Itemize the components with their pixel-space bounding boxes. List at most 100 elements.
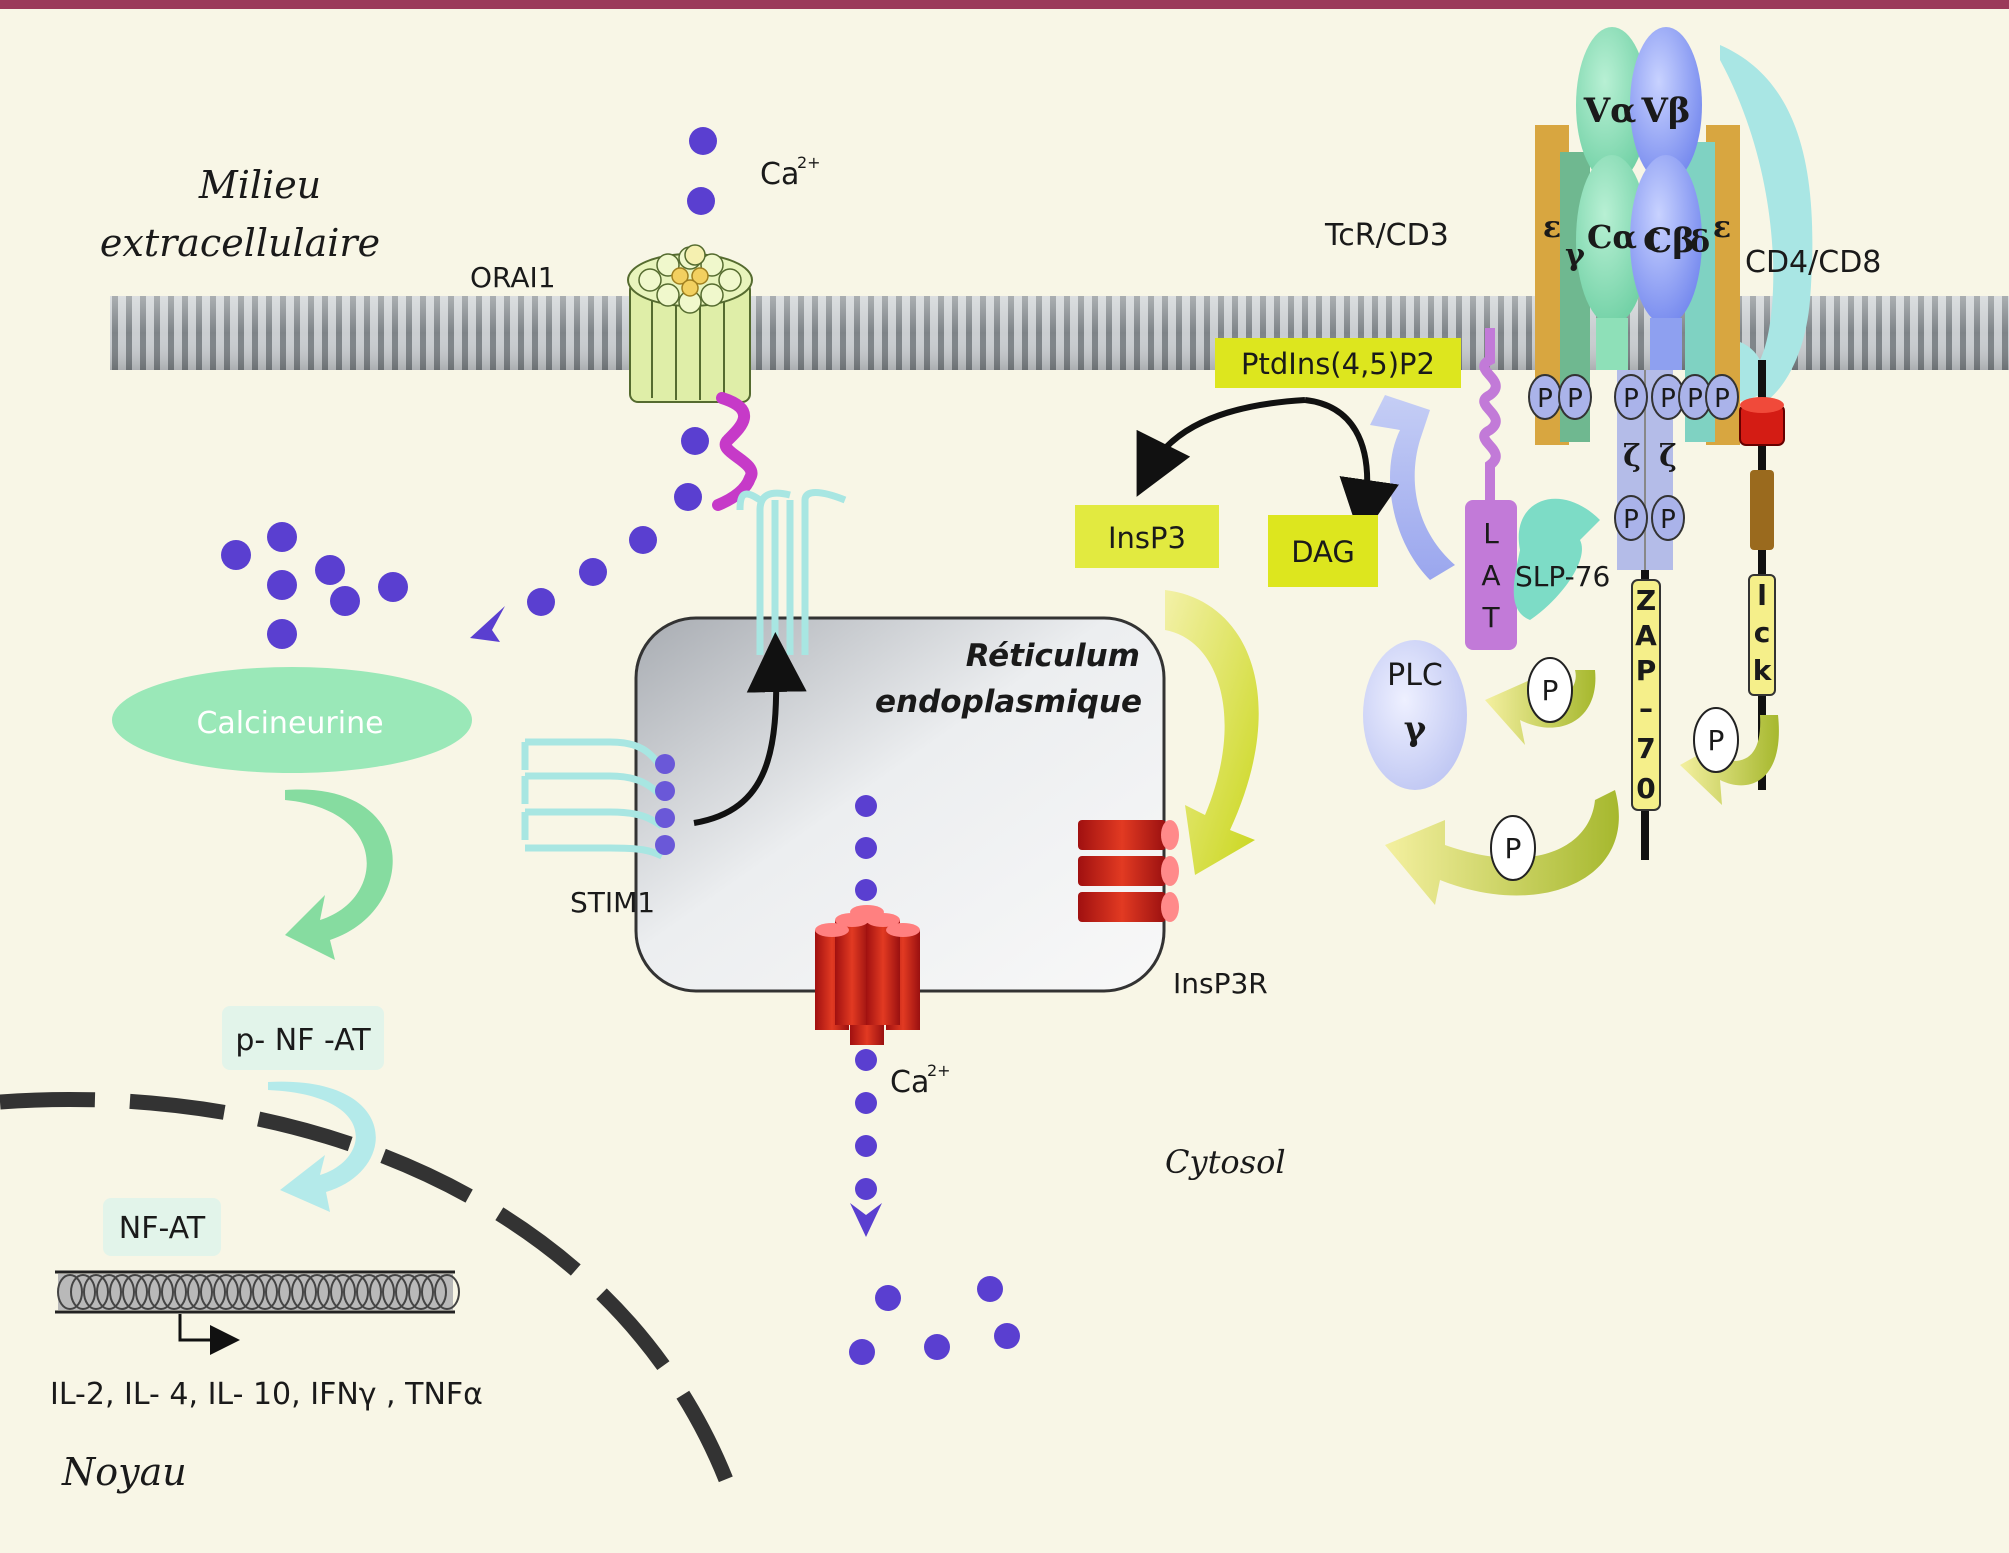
calcineurine-enzyme	[112, 667, 472, 773]
dna-coil-loop	[421, 1274, 447, 1310]
p-label-8: P	[1660, 505, 1676, 535]
gamma-label: γ	[1565, 238, 1585, 273]
reticulum-label-line1: Réticulum	[966, 638, 1140, 674]
orai1-channel	[627, 244, 753, 403]
dna-coil-loop	[213, 1274, 239, 1310]
calcium-ions-er	[855, 795, 877, 901]
milieu-label-line1: Milieu	[198, 163, 321, 207]
nfat-box	[103, 1198, 221, 1256]
insp3-to-receptor-arrow	[1165, 590, 1259, 875]
zap70-letter-3: P	[1636, 654, 1657, 687]
dna-coil-loop	[83, 1274, 109, 1310]
dna-coil-loop	[226, 1274, 252, 1310]
ptdins-box	[1215, 338, 1461, 388]
tcr-v-alpha	[1576, 27, 1648, 183]
phospho-p-1: P	[1542, 674, 1559, 707]
dna-coil-loop	[239, 1274, 265, 1310]
dna-coil-loop	[122, 1274, 148, 1310]
nfat-label: NF-AT	[119, 1211, 206, 1246]
dna-coil-loop	[57, 1274, 83, 1310]
cd3-phosphate-ovals	[1528, 374, 1739, 541]
stim1-activation-arrow	[693, 632, 807, 826]
dna-coil-loop	[70, 1274, 96, 1310]
dna-coil-loop	[408, 1274, 434, 1310]
epsilon-left-label: ε	[1543, 210, 1561, 245]
p-label-7: P	[1623, 505, 1639, 535]
v-beta-label: Vβ	[1641, 91, 1691, 131]
dna-coil-loop	[174, 1274, 200, 1310]
dna-coil-loop	[434, 1274, 460, 1310]
tcr-v-beta	[1630, 27, 1702, 183]
dna-coil-loop	[317, 1274, 343, 1310]
lat-linker	[1479, 328, 1501, 500]
cd4-cd8-label: CD4/CD8	[1745, 245, 1881, 280]
orai1-linker	[712, 392, 758, 511]
noyau-label: Noyau	[61, 1450, 187, 1494]
stim1-calcium-sites	[655, 754, 675, 855]
p-label-1: P	[1537, 384, 1553, 414]
dna-coil-loop	[200, 1274, 226, 1310]
dna-coil-loop	[291, 1274, 317, 1310]
p-label-5: P	[1687, 384, 1703, 414]
dna-coil-loop	[161, 1274, 187, 1310]
calcineurine-arrow	[285, 789, 393, 960]
reticulum-label-line2: endoplasmique	[875, 684, 1142, 720]
zap70-letter-2: A	[1635, 619, 1657, 652]
plc-hydrolysis-arrow	[1370, 395, 1455, 580]
phospho-circle-labels: P P P	[1505, 674, 1725, 865]
cd3-phosphate-labels: P P P P P P P P	[1537, 384, 1730, 535]
tcr-c-beta	[1630, 155, 1702, 325]
stim1-label: STIM1	[570, 886, 655, 919]
c-alpha-label: Cα	[1587, 218, 1637, 256]
zap70-letter-1: Z	[1636, 584, 1656, 617]
dna-coil-loop	[278, 1274, 304, 1310]
dna-coil-loop	[343, 1274, 369, 1310]
tcr-cd3-label: TcR/CD3	[1324, 218, 1449, 253]
lck-letters: l c k	[1753, 579, 1773, 687]
dna-coil-loop	[382, 1274, 408, 1310]
calcium-bottom-superscript: 2+	[927, 1061, 951, 1080]
er-calcium-channel	[815, 905, 920, 1045]
dna-coil-loop	[330, 1274, 356, 1310]
lat-letter-t: T	[1481, 601, 1500, 634]
dna-coil-loop	[135, 1274, 161, 1310]
phospho-p-3: P	[1505, 832, 1522, 865]
insp3r-channel	[1078, 820, 1179, 922]
milieu-label-line2: extracellulaire	[100, 221, 380, 265]
delta-label: δ	[1690, 225, 1710, 260]
plc-gamma-label: γ	[1404, 709, 1427, 749]
lck-letter-1: l	[1757, 579, 1767, 612]
dna-coil-loop	[96, 1274, 122, 1310]
zeta-right-label: ζ	[1659, 439, 1677, 474]
c-beta-label: Cβ	[1645, 221, 1695, 261]
lat-letter-l: L	[1483, 517, 1499, 550]
ptdins-to-dag-arrow	[1304, 397, 1399, 540]
ptdins-label: PtdIns(4,5)P2	[1241, 347, 1435, 381]
phospho-circles	[1490, 657, 1739, 881]
cd4-cd8-coreceptor	[1696, 45, 1813, 405]
dna-coil-loop	[187, 1274, 213, 1310]
lat-adaptor	[1465, 500, 1517, 650]
dna-coil-loop	[109, 1274, 135, 1310]
orai1-label: ORAI1	[470, 261, 556, 294]
ptdins-to-insp3-arrow	[1136, 397, 1306, 497]
epsilon-right-label: ε	[1713, 210, 1731, 245]
lck-letter-3: k	[1753, 654, 1773, 687]
calcium-ions-bottom-cluster	[849, 1276, 1020, 1365]
dna-coil-loop	[356, 1274, 382, 1310]
zap70-letters: Z A P – 7 0	[1635, 584, 1657, 805]
calcium-top-label: Ca	[760, 157, 799, 192]
dna-coil-loop	[265, 1274, 291, 1310]
lck-kinase	[1748, 574, 1776, 696]
slp76-label: SLP-76	[1515, 560, 1610, 593]
dag-label: DAG	[1291, 535, 1355, 569]
insp3-box	[1075, 505, 1219, 568]
calcium-top-superscript: 2+	[797, 153, 821, 172]
top-bar	[0, 0, 2009, 9]
zap70-letter-6: 0	[1636, 772, 1655, 805]
slp76-adaptor	[1513, 498, 1600, 620]
phospho-arrow-lck	[1680, 715, 1779, 805]
zap70-letter-4: –	[1639, 692, 1653, 725]
